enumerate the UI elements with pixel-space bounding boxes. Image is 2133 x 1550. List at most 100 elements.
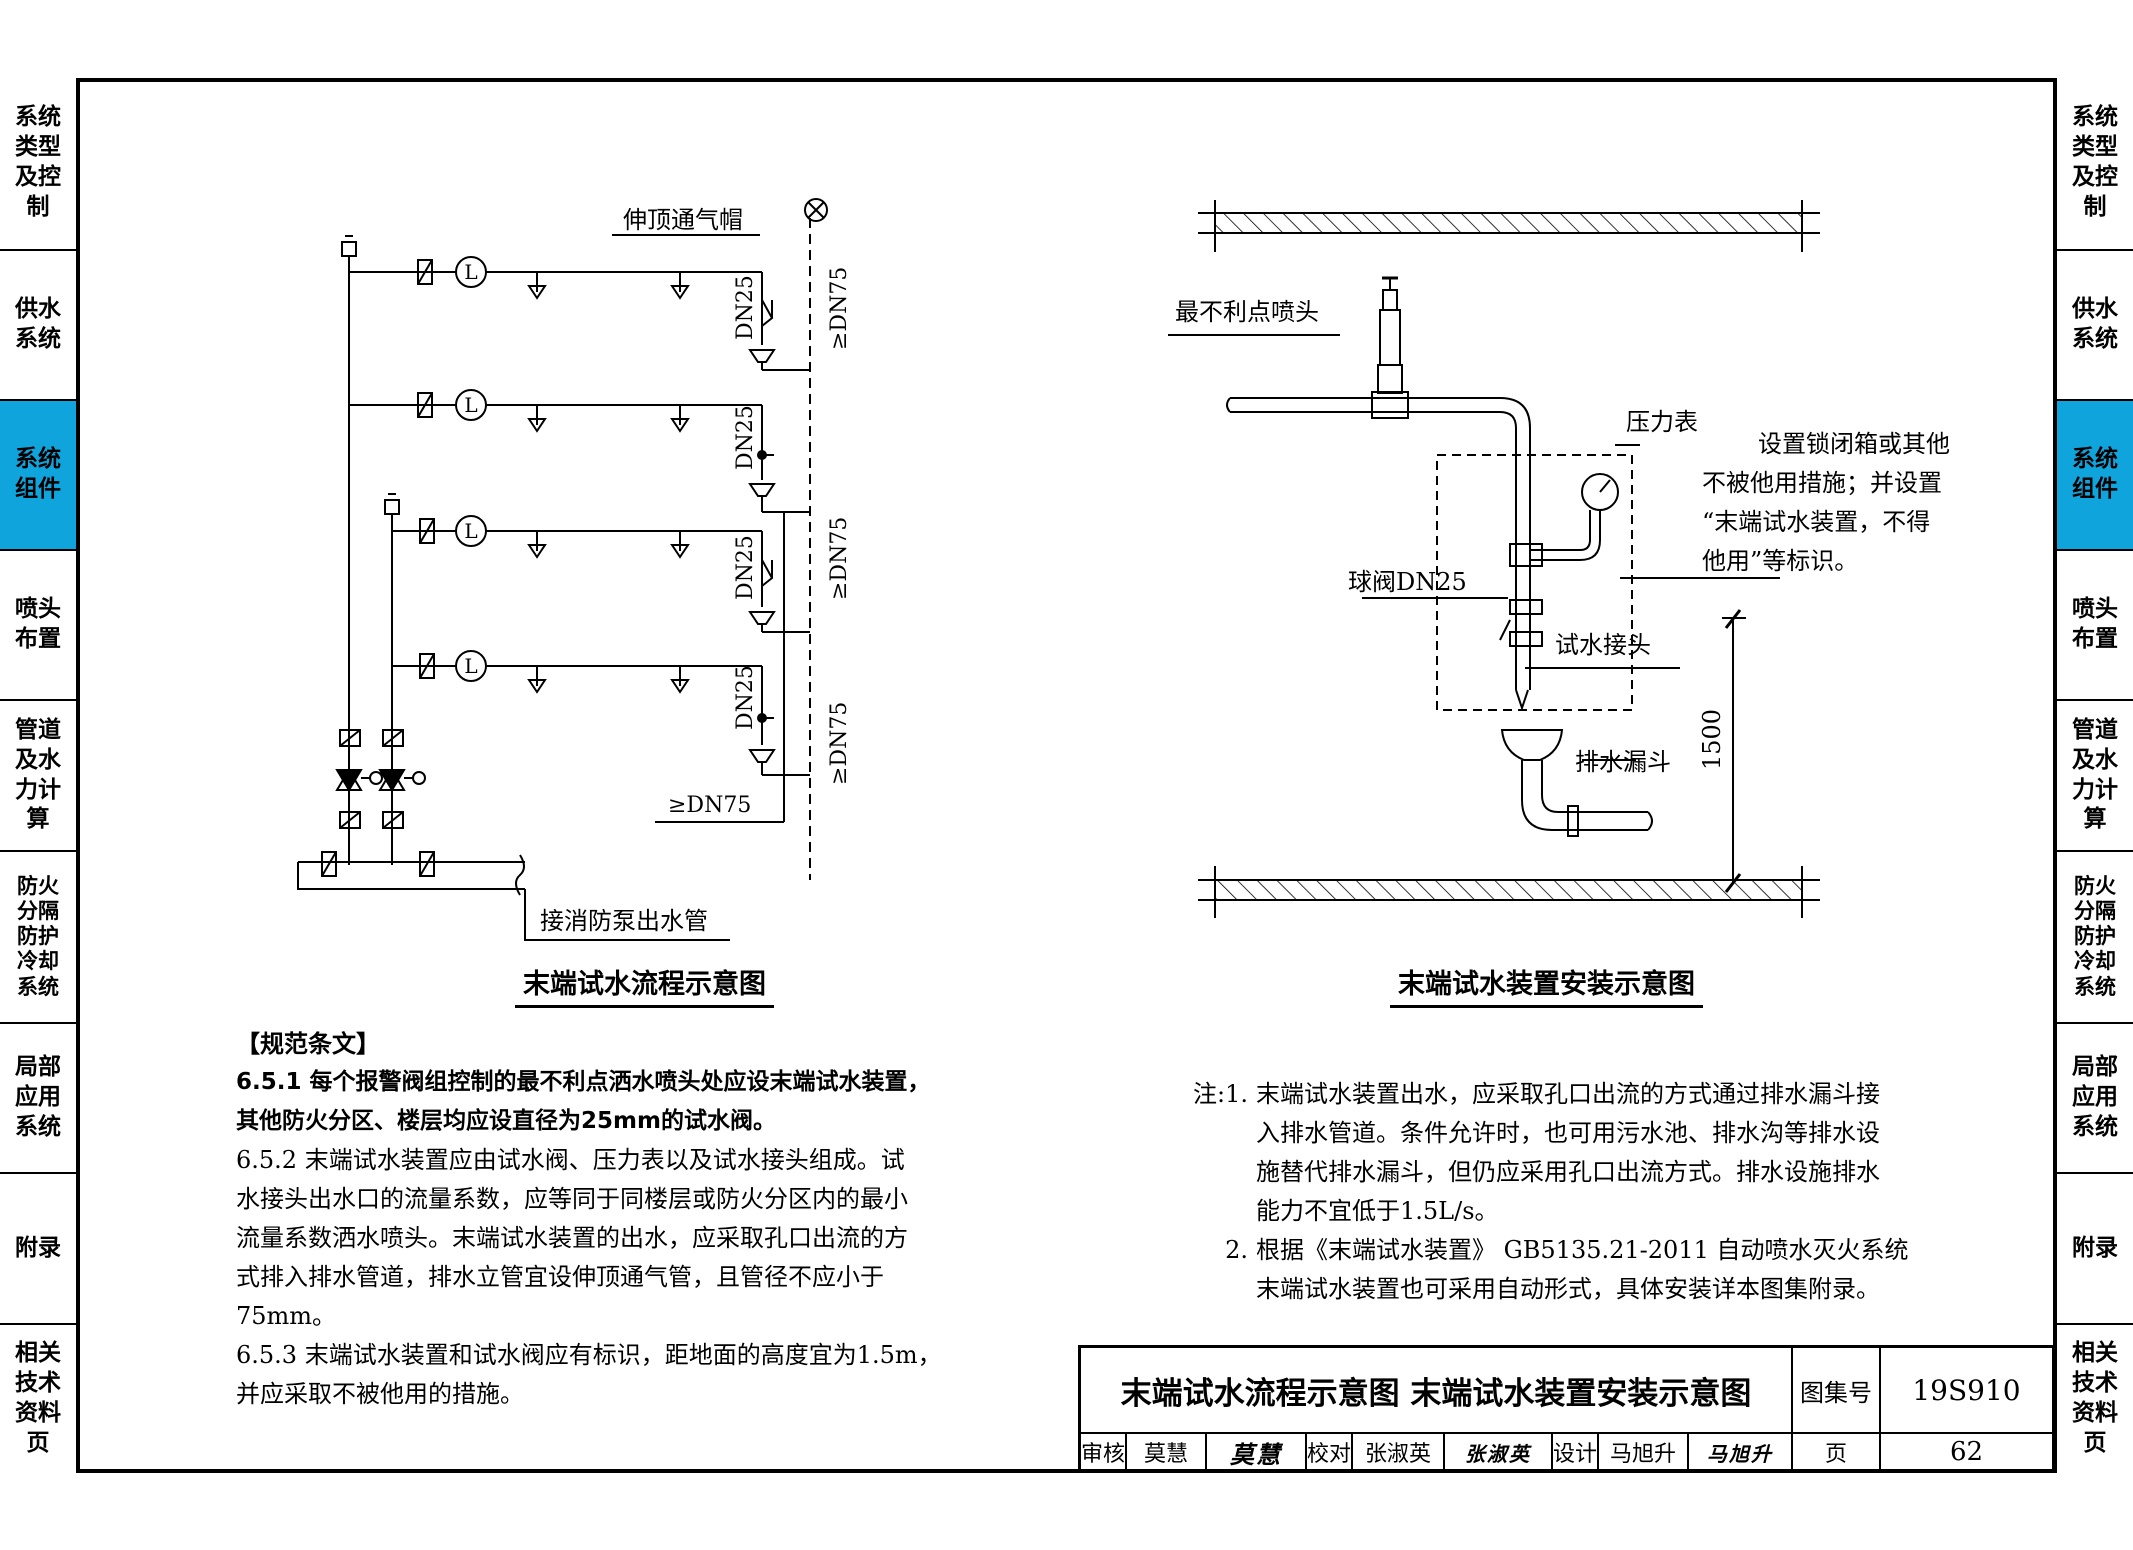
pump-leader — [524, 889, 730, 941]
note-2-line-1: 根据《末端试水装置》 GB5135.21-2011 自动喷水灭火系统 — [1256, 1236, 1909, 1264]
nav-tab-fire-separation[interactable]: 防火分隔防护冷却系统 — [0, 852, 76, 1025]
branch-valve-icon — [417, 392, 433, 418]
drain-funnel-icon — [1500, 729, 1653, 837]
header-valve-icon — [321, 851, 337, 877]
nav-tab-water-supply-right[interactable]: 供水系统 — [2057, 251, 2133, 401]
ball-valve-icon — [1499, 543, 1543, 647]
note-number: 1. — [1225, 1080, 1248, 1108]
riser-dn-label-2: ≥DN75 — [827, 517, 852, 600]
height-dimension — [1722, 609, 1746, 893]
flow-diagram — [297, 198, 828, 941]
title-block: 末端试水流程示意图 末端试水装置安装示意图 图集号 19S910 审核 莫慧 莫… — [1078, 1345, 2055, 1472]
sprinkler-icon — [527, 531, 547, 559]
horizontal-pipe — [1230, 397, 1500, 413]
reviewer-name: 莫慧 — [1127, 1432, 1207, 1472]
nav-tab-related-info-right[interactable]: 相关技术资料页 — [2072, 1340, 2118, 1456]
drain-funnel-icon — [748, 349, 810, 371]
nav-tab-pipe-hydraulics[interactable]: 管道及水力计算 — [0, 701, 76, 852]
nav-tab-system-type[interactable]: 系统类型及控制 — [0, 78, 76, 251]
drain-funnel-icon — [748, 611, 810, 633]
test-joint-label: 试水接头 — [1555, 631, 1651, 659]
flow-switch-icon — [455, 389, 487, 421]
vent-cap-label: 伸顶通气帽 — [623, 206, 743, 234]
flow-switch-letter: L — [464, 393, 477, 417]
designer-signature: 马旭升 — [1689, 1432, 1793, 1472]
floor-slab — [1214, 879, 1803, 901]
install-diagram-labels: 最不利点喷头 压力表 球阀DN25 试水接头 排水漏斗 1500 设置锁闭箱或其… — [1175, 298, 1950, 776]
drain-funnel-icon — [748, 483, 810, 513]
clause-651-line-2: 其他防火分区、楼层均应设直径为25mm的试水阀。 — [236, 1108, 776, 1134]
nav-tab-components-right[interactable]: 系统组件 — [2057, 400, 2133, 552]
test-valve-icon — [761, 559, 774, 587]
vertical-pipe — [1499, 397, 1531, 690]
nav-tab-appendix-right[interactable]: 附录 — [2057, 1174, 2133, 1325]
drawing-title: 末端试水流程示意图 末端试水装置安装示意图 — [1081, 1348, 1793, 1432]
note-1-line-2: 入排水管道。条件允许时，也可用污水池、排水沟等排水设 — [1256, 1119, 1880, 1147]
check-label: 校对 — [1307, 1432, 1353, 1472]
nav-tab-sprinkler-layout-right[interactable]: 喷头布置 — [2057, 551, 2133, 702]
nav-tab-appendix[interactable]: 附录 — [0, 1174, 76, 1325]
nav-tab-components[interactable]: 系统组件 — [0, 400, 76, 552]
flow-switch-letter: L — [464, 654, 477, 678]
note-number: 2. — [1225, 1236, 1248, 1264]
vent-cap-icon — [612, 198, 828, 236]
install-diagram-caption: 末端试水装置安装示意图 — [1390, 962, 1703, 1008]
lock-note-line-2: 不被他用措施；并设置 — [1702, 469, 1942, 497]
sprinkler-icon — [527, 272, 547, 300]
flow-switch-icon — [455, 256, 487, 288]
flow-switch-icon — [455, 650, 487, 682]
clause-653-line-2: 并应采取不被他用的措施。 — [236, 1380, 524, 1408]
page-number: 62 — [1949, 1437, 1984, 1467]
sprinkler-icon — [670, 405, 690, 433]
test-joint-icon — [1515, 689, 1529, 712]
nav-tab-local-application-right[interactable]: 局部应用系统 — [2057, 1024, 2133, 1175]
alarm-valve-group-icon — [378, 729, 426, 829]
alarm-valve-group-icon — [335, 729, 383, 829]
notes-section: 注:1. 末端试水装置出水，应采取孔口出流的方式通过排水漏斗接 入排水管道。条件… — [1168, 1075, 1978, 1309]
flow-diagram-labels: 伸顶通气帽 DN25 DN25 DN25 DN25 ≥DN75 ≥DN75 ≥D… — [540, 206, 852, 935]
test-valve-icon — [757, 713, 774, 723]
branch-valve-icon — [417, 259, 433, 285]
spec-heading: 【规范条文】 — [236, 1029, 380, 1058]
sprinkler-icon — [670, 666, 690, 694]
test-valve-icon — [757, 450, 774, 460]
pressure-gauge-icon — [1530, 473, 1619, 561]
branch-dn-label-2: DN25 — [733, 405, 758, 470]
branch-valve-icon — [419, 653, 435, 679]
note-2-line-2: 末端试水装置也可采用自动形式，具体安装详本图集附录。 — [1256, 1275, 1880, 1303]
funnel-label: 排水漏斗 — [1575, 748, 1671, 776]
nav-tab-local-application[interactable]: 局部应用系统 — [0, 1024, 76, 1175]
nav-tab-sprinkler-layout[interactable]: 喷头布置 — [0, 551, 76, 702]
page-label: 页 — [1793, 1432, 1881, 1472]
lock-note-line-1: 设置锁闭箱或其他 — [1758, 430, 1950, 458]
clause-652-line-2: 水接头出水口的流量系数，应等同于同楼层或防火分区内的最小 — [236, 1185, 908, 1213]
pump-label: 接消防泵出水管 — [540, 907, 708, 935]
clause-653-line-1: 6.5.3 末端试水装置和试水阀应有标识，距地面的高度宜为1.5m， — [236, 1341, 942, 1369]
flow-switch-letter: L — [464, 519, 477, 543]
clause-652-line-4: 式排入排水管道，排水立管宜设伸顶通气管，且管径不应小于 — [236, 1263, 884, 1291]
clause-652-line-3: 流量系数洒水喷头。末端试水装置的出水，应采取孔口出流的方 — [236, 1224, 908, 1252]
flow-switch-letters: L L L L — [464, 260, 477, 678]
nav-tab-fire-separation-right[interactable]: 防火分隔防护冷却系统 — [2057, 852, 2133, 1025]
ceiling-slab — [1214, 212, 1803, 234]
riser-dn-label-1: ≥DN75 — [827, 267, 852, 350]
reviewer-signature: 莫慧 — [1207, 1432, 1307, 1472]
note-item: 注:1. 末端试水装置出水，应采取孔口出流的方式通过排水漏斗接 入排水管道。条件… — [1168, 1075, 1978, 1231]
design-label: 设计 — [1553, 1432, 1599, 1472]
sprinkler-icon — [527, 666, 547, 694]
left-nav: 系统类型及控制 供水系统 系统组件 喷头布置 管道及水力计算 防火分隔防护冷却系… — [0, 78, 76, 1473]
clause-652-line-5: 75mm。 — [236, 1302, 337, 1330]
nav-tab-system-type-right[interactable]: 系统类型及控制 — [2057, 78, 2133, 251]
branch-dn-label-3: DN25 — [733, 535, 758, 600]
spec-section: 【规范条文】 6.5.1 每个报警阀组控制的最不利点洒水喷头处应设末端试水装置，… — [236, 1024, 1036, 1414]
drain-funnel-icon — [748, 749, 810, 776]
review-label: 审核 — [1081, 1432, 1127, 1472]
checker-signature: 张淑英 — [1445, 1432, 1553, 1472]
nav-tab-related-info[interactable]: 相关技术资料页 — [15, 1340, 61, 1456]
nav-tab-water-supply[interactable]: 供水系统 — [0, 251, 76, 401]
checker-name: 张淑英 — [1353, 1432, 1445, 1472]
riser-dn-label-3: ≥DN75 — [827, 702, 852, 785]
header-valve-icon — [419, 851, 435, 877]
nav-tab-pipe-hydraulics-right[interactable]: 管道及水力计算 — [2057, 701, 2133, 852]
